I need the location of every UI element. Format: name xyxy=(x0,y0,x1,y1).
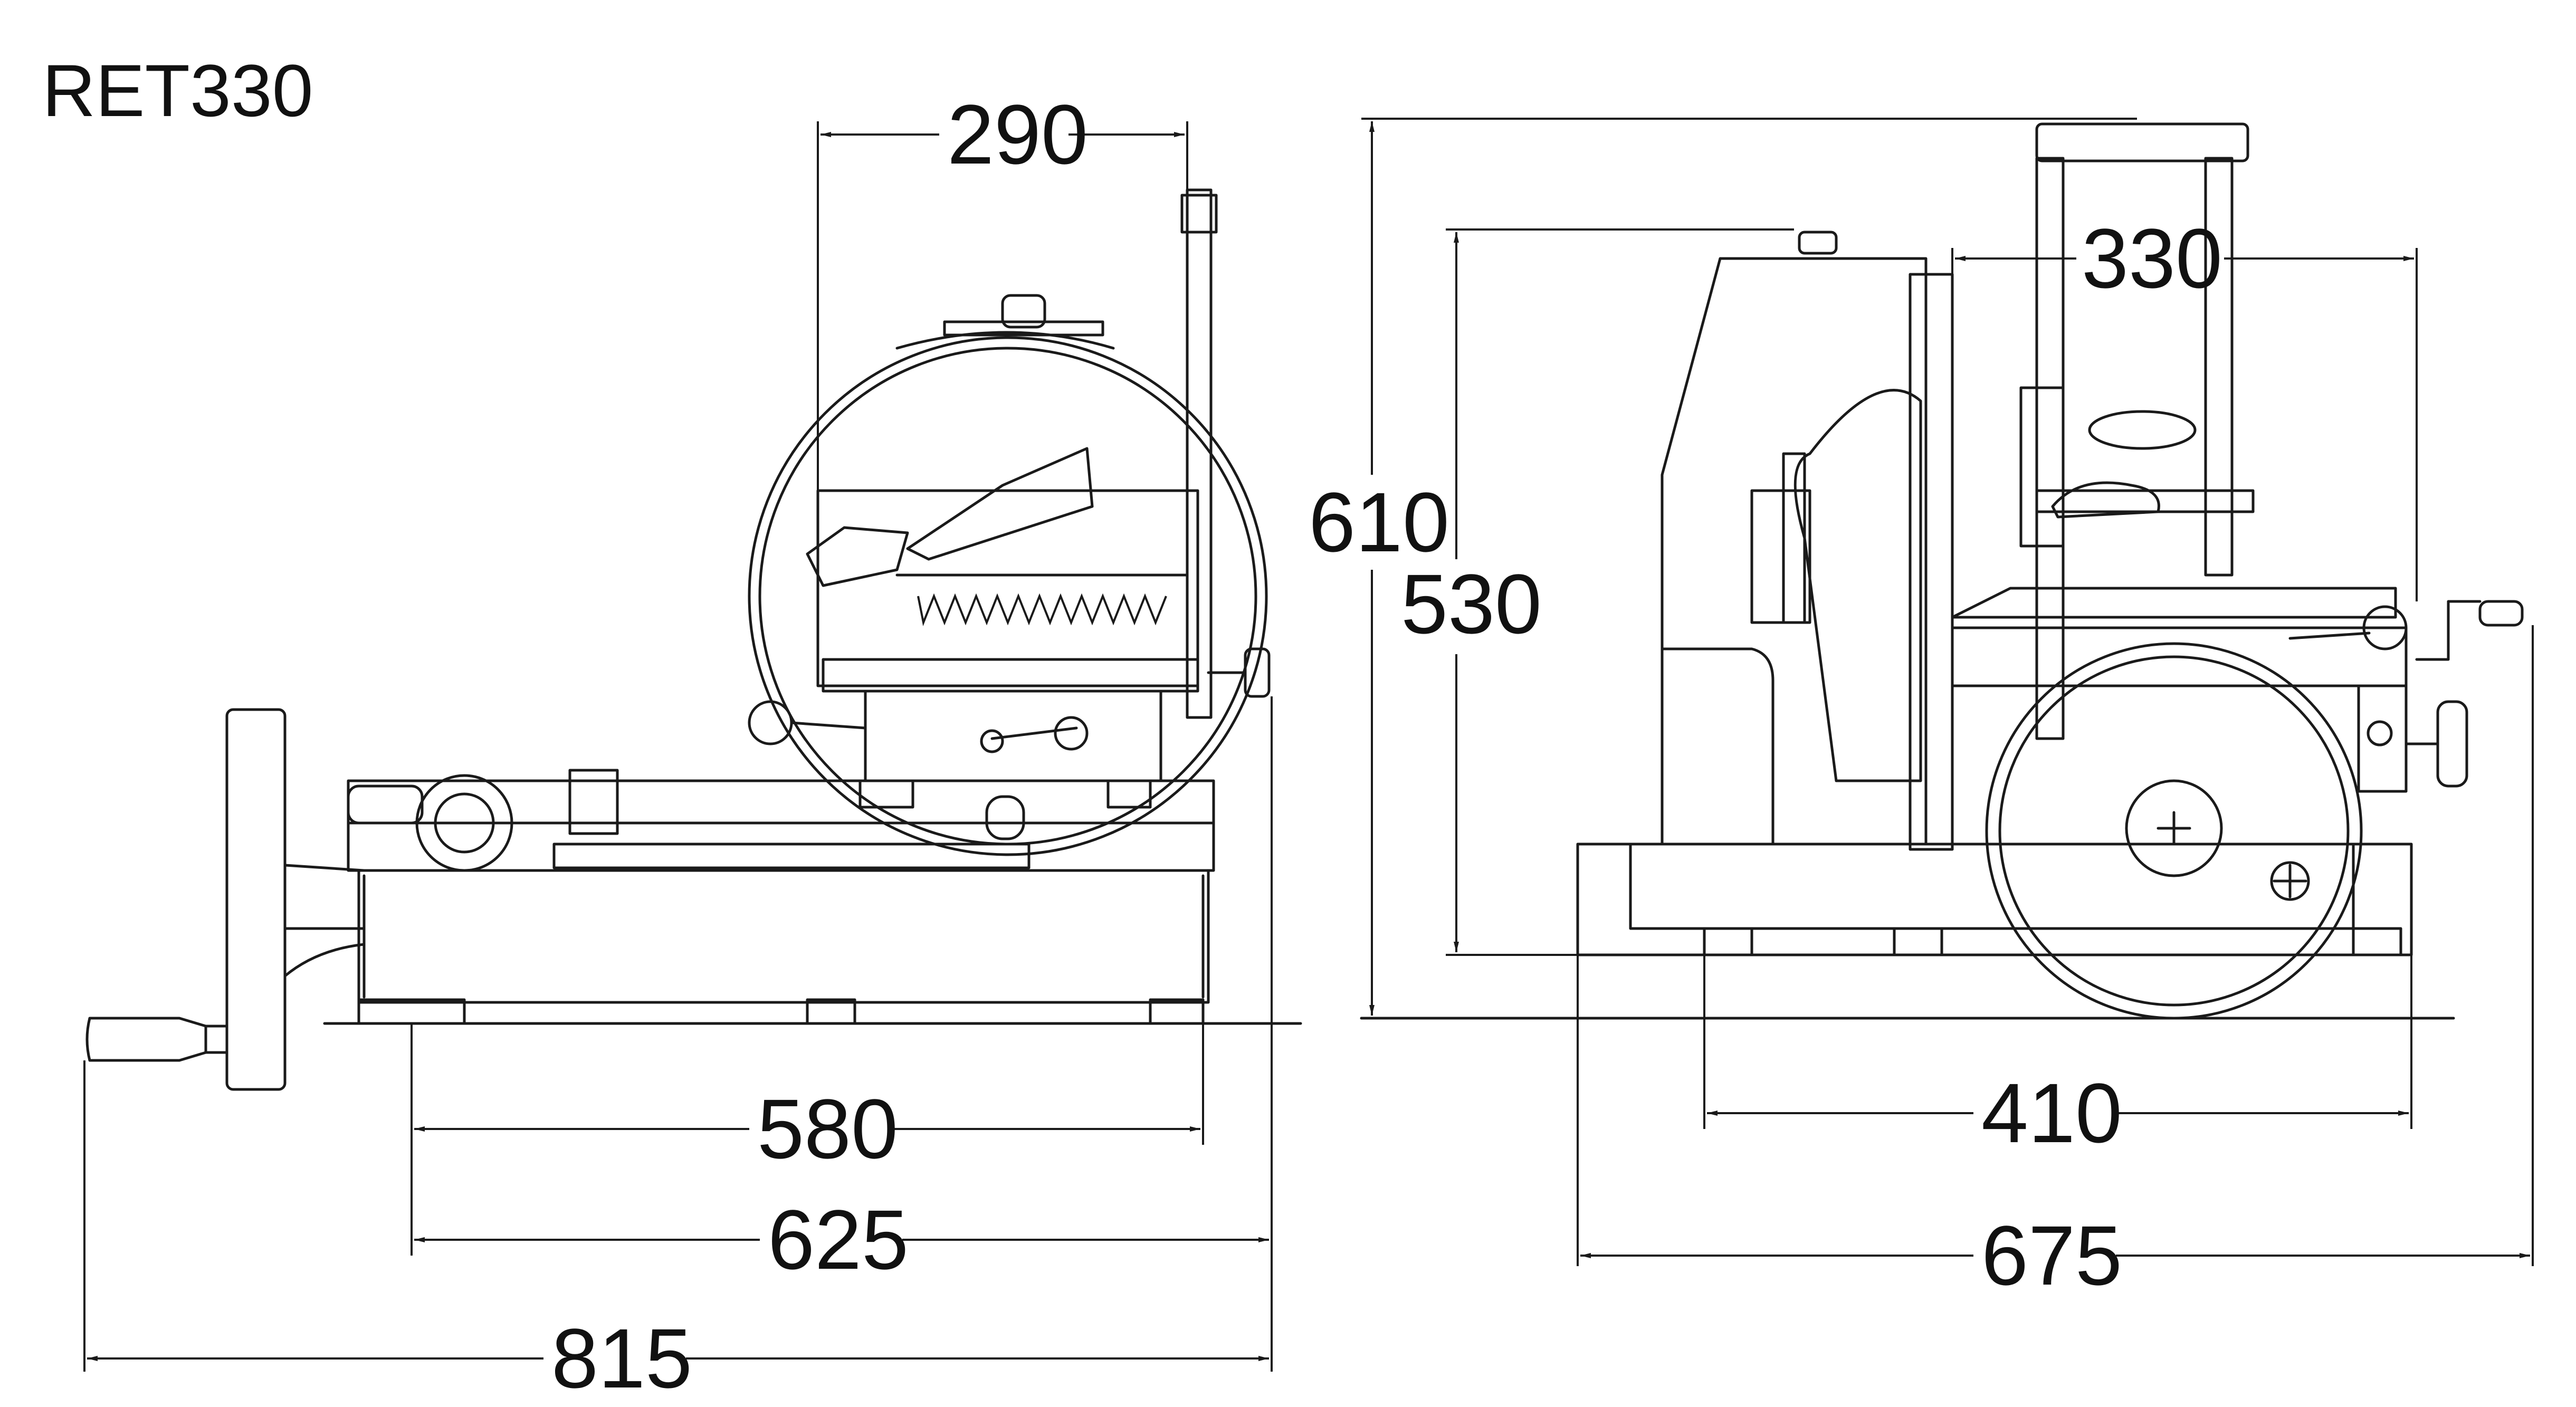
front-adjust-knob xyxy=(1054,716,1089,751)
side-foot-1 xyxy=(1703,927,1753,956)
dim-815-label: 815 xyxy=(551,1311,692,1405)
model-title: RET330 xyxy=(42,49,313,132)
side-pusher-plate xyxy=(2088,410,2197,450)
side-flywheel-outer xyxy=(1985,642,2363,1020)
front-lower-knob xyxy=(985,795,1025,840)
side-foot-3 xyxy=(2352,927,2402,956)
front-head-support xyxy=(864,690,1162,782)
front-head-foot-left xyxy=(858,779,914,809)
dim-330-label: 330 xyxy=(2082,211,2222,305)
front-table-plate xyxy=(552,843,1031,869)
front-handwheel-spoke xyxy=(283,943,366,978)
side-ball-lever-arm xyxy=(2288,631,2371,640)
side-motor-box xyxy=(1750,489,1811,624)
front-carriage-lever xyxy=(347,784,424,825)
side-crank-arm xyxy=(2415,600,2482,661)
front-table xyxy=(347,779,1215,872)
side-body-recess xyxy=(1661,647,1774,846)
side-right-bolt xyxy=(2367,720,2393,746)
front-gripper-teeth xyxy=(917,593,1167,626)
side-sharpener-column xyxy=(1909,273,1954,851)
front-food-holder-post xyxy=(568,769,619,835)
side-flywheel-inner xyxy=(1998,655,2350,1007)
side-right-housing xyxy=(2357,684,2408,793)
side-top-frame xyxy=(2035,122,2249,162)
side-frame-post-left xyxy=(2035,157,2065,740)
side-carriage-bar xyxy=(2035,489,2255,513)
side-flywheel-hub xyxy=(2125,779,2223,877)
dim-290-label: 290 xyxy=(947,87,1088,181)
front-blade-guard xyxy=(748,336,1268,856)
dim-580-label: 580 xyxy=(757,1081,898,1176)
side-tray xyxy=(1951,587,2397,619)
dim-410-label: 410 xyxy=(1981,1066,2122,1160)
dim-610-label: 610 xyxy=(1309,475,1449,569)
front-sharpener-post xyxy=(1186,188,1213,719)
dim-675-label: 675 xyxy=(1981,1208,2122,1303)
front-ball-lever xyxy=(748,700,793,745)
front-top-knob xyxy=(1001,294,1046,329)
side-bolt-cross xyxy=(2273,864,2307,898)
front-ball-lever-arm xyxy=(790,721,867,730)
side-crank-handle xyxy=(2478,600,2524,627)
front-view: 290 580 625 815 xyxy=(83,87,1302,1405)
front-pusher-arm xyxy=(906,447,1094,561)
side-motor-box-edge xyxy=(1782,452,1806,624)
front-head-foot-right xyxy=(1106,779,1152,809)
side-right-knob xyxy=(2436,700,2468,788)
front-handle-left xyxy=(806,526,909,587)
front-top-knob-base xyxy=(943,320,1104,337)
front-base-details xyxy=(362,874,1205,999)
front-blade-cover xyxy=(895,331,1115,350)
front-adjust-pivot xyxy=(980,729,1004,753)
side-ball-lever xyxy=(2362,605,2408,650)
dim-625-label: 625 xyxy=(768,1192,909,1287)
side-body xyxy=(1661,257,1928,846)
side-base-inner xyxy=(1629,843,2355,930)
front-crank-handle xyxy=(85,1017,228,1062)
front-sharpener-cap xyxy=(1180,194,1218,234)
side-gripper xyxy=(2019,386,2065,548)
front-slicing-head xyxy=(816,489,1199,687)
front-base xyxy=(357,869,1210,1004)
side-top-knob xyxy=(1798,231,1838,255)
side-foot-2 xyxy=(1893,927,1943,956)
front-handwheel-shaft xyxy=(283,864,366,930)
side-blade-profile xyxy=(1793,389,1922,782)
side-view: 610 530 330 410 675 xyxy=(1309,118,2534,1303)
front-handwheel xyxy=(225,708,287,1091)
front-adjust-lever xyxy=(990,726,1078,740)
side-frame-post-right xyxy=(2204,157,2234,577)
front-foot-mid xyxy=(806,998,856,1025)
dim-530-label: 530 xyxy=(1401,557,1542,651)
side-bolt xyxy=(2270,861,2310,901)
front-blade xyxy=(758,347,1257,846)
front-star-knob-inner xyxy=(434,792,495,854)
